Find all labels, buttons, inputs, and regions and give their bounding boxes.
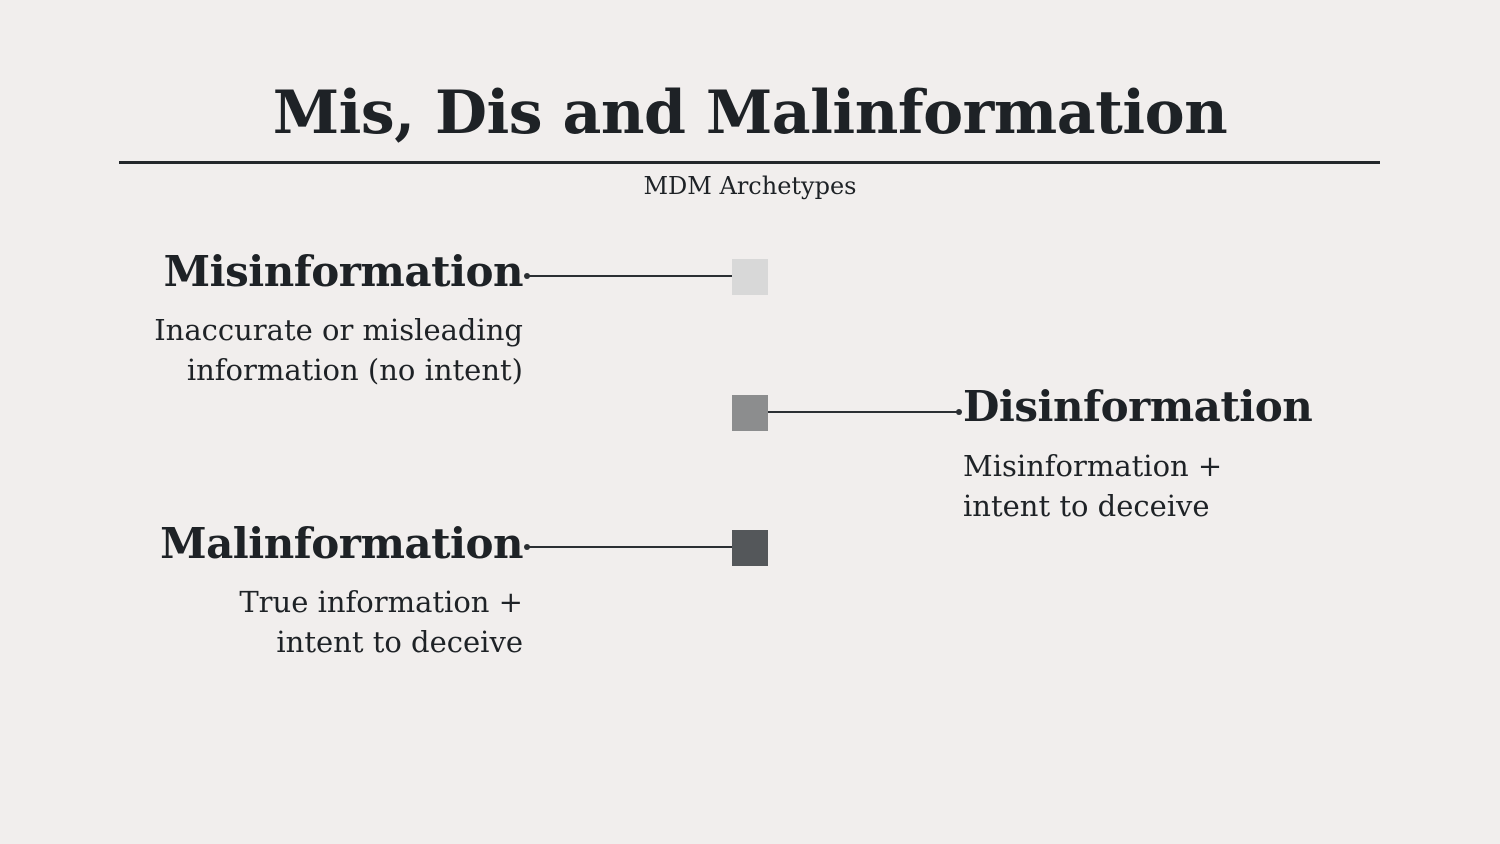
malinformation-connector-line xyxy=(527,546,732,548)
title-divider xyxy=(119,161,1380,164)
malinformation-description-line-2: intent to deceive xyxy=(276,625,523,659)
page-subtitle: MDM Archetypes xyxy=(643,172,857,200)
page-title: Mis, Dis and Malinformation xyxy=(272,78,1228,148)
misinformation-connector-line xyxy=(527,275,732,277)
misinformation-marker xyxy=(732,259,768,295)
disinformation-connector-line xyxy=(768,411,959,413)
disinformation-heading: Disinformation xyxy=(963,382,1313,431)
malinformation-marker xyxy=(732,530,768,566)
malinformation-description-line-1: True information + xyxy=(239,585,523,619)
disinformation-description-line-1: Misinformation + xyxy=(963,449,1223,483)
disinformation-description: Misinformation + intent to deceive xyxy=(963,446,1222,526)
malinformation-description: True information + intent to deceive xyxy=(239,582,523,662)
disinformation-connector-dot xyxy=(956,409,962,415)
misinformation-description-line-2: information (no intent) xyxy=(186,353,523,387)
misinformation-description-line-1: Inaccurate or misleading xyxy=(154,313,523,347)
malinformation-heading: Malinformation xyxy=(160,519,523,568)
disinformation-marker xyxy=(732,395,768,431)
misinformation-heading: Misinformation xyxy=(163,247,524,296)
misinformation-description: Inaccurate or misleading information (no… xyxy=(154,310,523,390)
disinformation-description-line-2: intent to deceive xyxy=(963,489,1210,523)
